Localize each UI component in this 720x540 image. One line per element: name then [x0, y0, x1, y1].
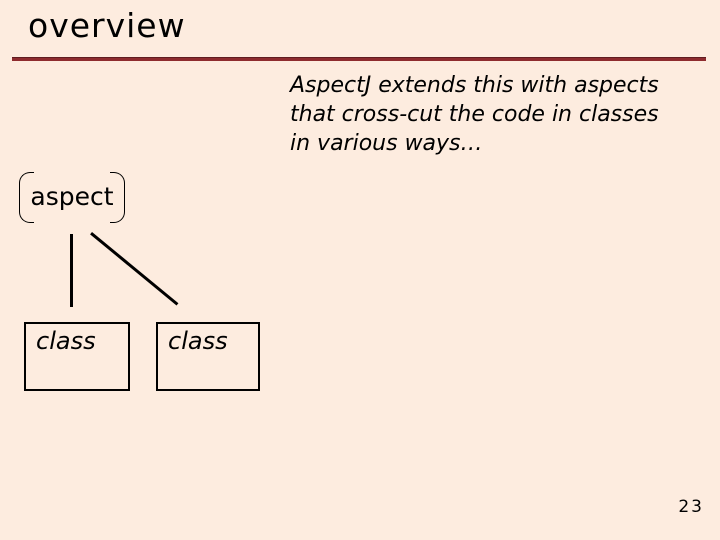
aspect-left-bracket — [19, 172, 34, 223]
connector-aspect-to-class2 — [90, 232, 179, 306]
body-text-line: that cross-cut the code in classes — [290, 102, 659, 127]
class-box-1: class — [24, 322, 130, 391]
body-text-line: in various ways… — [290, 131, 483, 156]
title-underline-rule — [12, 57, 706, 61]
slide-title: overview — [28, 6, 186, 45]
aspect-label: aspect — [30, 182, 114, 211]
aspect-node: aspect — [19, 172, 125, 223]
body-text-line: AspectJ extends this with aspects — [290, 73, 659, 98]
class1-label: class — [36, 327, 96, 355]
class2-label: class — [168, 327, 228, 355]
class-box-2: class — [156, 322, 260, 391]
body-text: AspectJ extends this with aspects that c… — [290, 71, 700, 158]
page-number: 23 — [678, 497, 704, 517]
connector-aspect-to-class1 — [70, 234, 73, 307]
